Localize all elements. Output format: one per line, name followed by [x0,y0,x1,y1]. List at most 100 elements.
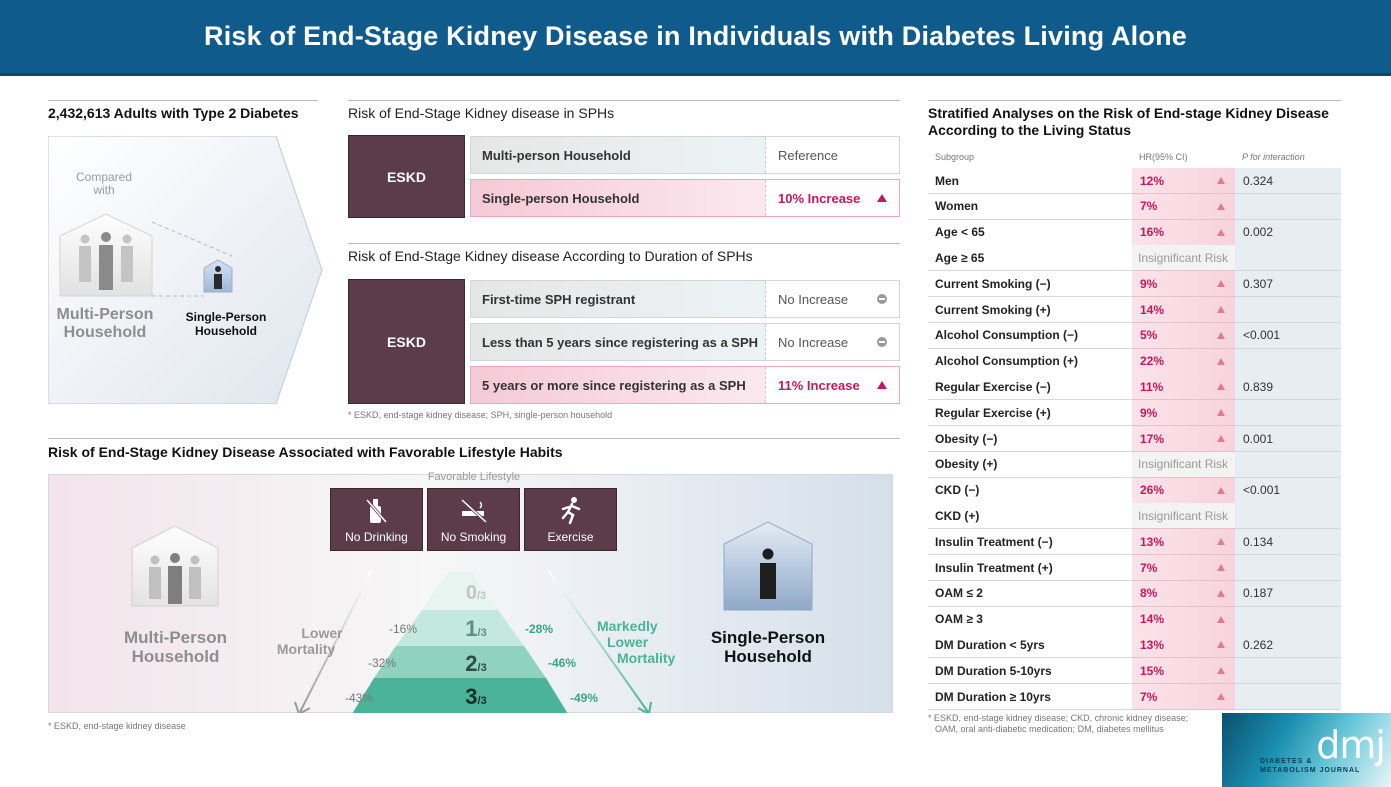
hr-cell: 9% [1132,400,1235,427]
hr-cell: Insignificant Risk [1132,245,1235,272]
p-value-cell [1235,245,1341,272]
duration-row: 5 years or more since registering as a S… [470,366,900,404]
increase-arrow-icon [1217,202,1225,210]
increase-arrow-icon [1217,486,1225,494]
p-value-cell: <0.001 [1235,322,1341,349]
hr-value: 13% [1140,637,1165,652]
duration-row: Less than 5 years since registering as a… [470,323,900,361]
row-value: 11% Increase [765,367,899,403]
increase-arrow-icon [877,381,887,389]
hr-cell: 12% [1132,168,1235,194]
subgroup-cell: Regular Exercise (+) [928,400,1132,427]
no-change-icon [877,337,887,347]
increase-arrow-icon [1217,589,1225,597]
hr-value: 15% [1140,663,1165,678]
row-value: Reference [765,137,899,173]
hr-value: 22% [1140,354,1165,369]
hr-cell: Insignificant Risk [1132,503,1235,530]
subgroup-cell: Age ≥ 65 [928,245,1132,272]
increase-arrow-icon [1217,641,1225,649]
hr-value: 11% [1140,379,1164,394]
table-row: Age ≥ 65 Insignificant Risk [928,245,1341,272]
lifestyle-title: Risk of End-Stage Kidney Disease Associa… [48,444,563,460]
row-value: 10% Increase [765,180,899,216]
hr-value: Insignificant Risk [1138,457,1229,472]
row-label: Multi-person Household [471,137,765,173]
p-value-cell [1235,684,1341,710]
hr-cell: 14% [1132,297,1235,323]
p-value-cell [1235,658,1341,685]
p-value-cell: 0.839 [1235,374,1341,401]
subgroup-cell: Insulin Treatment (−) [928,529,1132,556]
eskd-box: ESKD [348,279,465,404]
habit-label: No Drinking [345,530,408,544]
subgroup-cell: DM Duration 5-10yrs [928,658,1132,685]
divider [348,243,900,244]
hr-cell: 7% [1132,555,1235,581]
footnote: * ESKD, end-stage kidney disease; SPH, s… [348,410,613,420]
hr-cell: 16% [1132,219,1235,246]
table-row: Regular Exercise (+) 9% [928,400,1341,427]
multi-level-3-value: -43% [345,691,374,705]
increase-arrow-icon [1217,331,1225,339]
hr-value: 26% [1140,483,1165,498]
subgroup-cell: Women [928,193,1132,220]
hr-value: Insignificant Risk [1138,508,1229,523]
p-value-cell: 0.002 [1235,219,1341,246]
p-value-cell [1235,400,1341,427]
table-row: CKD (−)26%<0.001 [928,477,1341,504]
favorable-lifestyle-label: Favorable Lifestyle [427,471,521,483]
no-smoking-box: No Smoking [427,488,520,551]
hr-cell: 22% [1132,348,1235,375]
page-title: Risk of End-Stage Kidney Disease in Indi… [204,21,1187,51]
subgroup-cell: CKD (+) [928,503,1132,530]
p-value-cell [1235,193,1341,220]
table-row: Obesity (+)Insignificant Risk [928,451,1341,478]
table-row: Current Smoking (+)14% [928,297,1341,323]
hr-value: 17% [1140,431,1165,446]
level-1-label: 1/3 [465,616,487,641]
no-smoking-icon [460,498,488,524]
subgroup-cell: DM Duration ≥ 10yrs [928,684,1132,710]
divider [928,100,1341,101]
table-row: Age < 65 16% 0.002 [928,219,1341,246]
subgroup-cell: Obesity (−) [928,426,1132,452]
lifestyle-diagram [131,521,813,713]
p-value-cell: 0.187 [1235,580,1341,607]
subgroup-cell: CKD (−) [928,477,1132,504]
row-value: No Increase [765,324,899,360]
hr-cell: 13% [1132,529,1235,556]
subgroup-cell: Age < 65 [928,219,1132,246]
hr-value: 16% [1140,225,1165,240]
column-header: P for interaction [1242,152,1305,162]
increase-arrow-icon [877,194,887,202]
p-value-cell [1235,451,1341,478]
p-value-cell: 0.307 [1235,271,1341,298]
hr-value: Insignificant Risk [1138,250,1229,265]
table-row: DM Duration 5-10yrs 15% [928,658,1341,685]
hr-cell: 8% [1132,580,1235,607]
exercise-box: Exercise [524,488,617,551]
header-banner: Risk of End-Stage Kidney Disease in Indi… [0,0,1391,76]
sph-risk-title: Risk of End-Stage Kidney disease in SPHs [348,105,615,121]
p-value-cell: 0.324 [1235,168,1341,194]
hr-cell: 13% [1132,632,1235,659]
table-row: Insulin Treatment (−)13%0.134 [928,529,1341,556]
hr-cell: 9% [1132,271,1235,298]
stratified-title: Stratified Analyses on the Risk of End-s… [928,105,1329,138]
single-level-3-value: -49% [570,691,599,705]
duration-risk-title: Risk of End-Stage Kidney disease Accordi… [348,248,753,264]
hr-cell: 17% [1132,426,1235,452]
journal-logo: dmj DIABETES & METABOLISM JOURNAL [1222,713,1391,787]
hr-value: 12% [1140,173,1165,188]
no-change-icon [877,294,887,304]
level-3-label: 3/3 [465,684,487,709]
increase-arrow-icon [1217,564,1225,571]
row-label: 5 years or more since registering as a S… [471,367,765,403]
no-drinking-icon [365,499,388,523]
hr-value: 9% [1140,276,1158,291]
hr-value: 9% [1140,405,1158,420]
